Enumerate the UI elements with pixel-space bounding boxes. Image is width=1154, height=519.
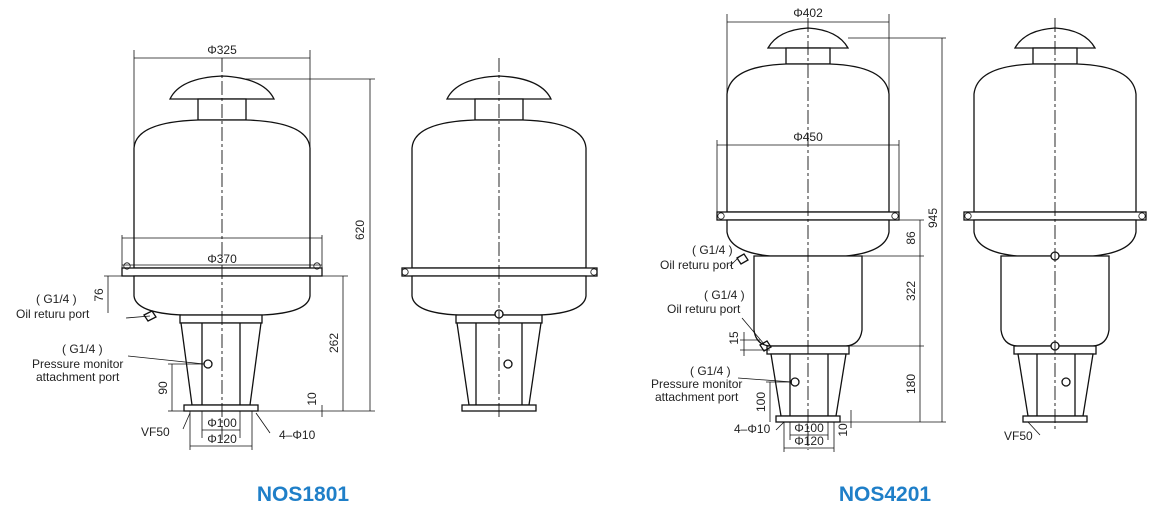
nos4201-port3-label2: attachment port bbox=[655, 390, 739, 404]
nos1801-dia-flange-label: Φ370 bbox=[207, 252, 237, 266]
nos4201-side-stand bbox=[1017, 353, 1094, 417]
nos1801-height-lower-label: 262 bbox=[327, 333, 341, 353]
nos1801-dim-10-label: 10 bbox=[305, 392, 319, 406]
nos1801-port1-label: Oil returu port bbox=[16, 307, 90, 321]
nos4201-dia-top-label: Φ402 bbox=[793, 6, 823, 20]
nos1801-side-view bbox=[401, 58, 598, 420]
nos4201-dim-86-label: 86 bbox=[904, 231, 918, 245]
nos4201-dim-10-label: 10 bbox=[836, 423, 850, 437]
title-nos4201: NOS4201 bbox=[839, 483, 932, 506]
nos1801-port2-label1: Pressure monitor bbox=[32, 357, 123, 371]
nos4201-port2-thread: ( G1/4 ) bbox=[704, 288, 745, 302]
nos1801-dia-120-label: Φ120 bbox=[207, 432, 237, 446]
nos1801-dia-top-label: Φ325 bbox=[207, 43, 237, 57]
nos1801-holes-label: 4–Φ10 bbox=[279, 428, 316, 442]
nos4201-side-view bbox=[963, 18, 1147, 436]
nos4201-dia-100-label: Φ100 bbox=[794, 421, 824, 435]
nos4201-dim-322-label: 322 bbox=[904, 281, 918, 301]
nos1801-dim-90-label: 90 bbox=[156, 381, 170, 395]
nos1801-dim-76-label: 76 bbox=[92, 288, 106, 302]
nos4201-dia-120-label: Φ120 bbox=[794, 434, 824, 448]
nos4201-stand bbox=[770, 353, 847, 417]
nos1801-port2-label2: attachment port bbox=[36, 370, 120, 384]
nos4201-holes-label: 4–Φ10 bbox=[734, 422, 771, 436]
nos1801-height-total-label: 620 bbox=[353, 220, 367, 240]
nos4201-port3-thread: ( G1/4 ) bbox=[690, 364, 731, 378]
nos4201-vf-label: VF50 bbox=[1004, 429, 1033, 443]
nos1801-port2-thread: ( G1/4 ) bbox=[62, 342, 103, 356]
nos4201-dia-flange-label: Φ450 bbox=[793, 130, 823, 144]
nos4201-port2-label: Oil returu port bbox=[667, 302, 741, 316]
title-nos1801: NOS1801 bbox=[257, 483, 350, 506]
nos4201-port3-label1: Pressure monitor bbox=[651, 377, 742, 391]
nos1801-front-view bbox=[104, 50, 375, 450]
nos4201-dim-100-label: 100 bbox=[754, 392, 768, 412]
nos4201-port1-label: Oil returu port bbox=[660, 258, 734, 272]
nos4201-dim-15-label: 15 bbox=[727, 331, 741, 345]
nos1801-side-body bbox=[411, 119, 587, 269]
nos1801-port1-thread: ( G1/4 ) bbox=[36, 292, 77, 306]
nos1801-base bbox=[183, 404, 259, 412]
nos1801-dia-100-label: Φ100 bbox=[207, 416, 237, 430]
nos1801-tank-body bbox=[133, 119, 311, 269]
nos4201-front-view bbox=[716, 14, 946, 452]
nos4201-height-total-label: 945 bbox=[926, 208, 940, 228]
nos4201-port1-thread: ( G1/4 ) bbox=[692, 243, 733, 257]
nos4201-dim-180-label: 180 bbox=[904, 374, 918, 394]
nos1801-vf-label: VF50 bbox=[141, 425, 170, 439]
